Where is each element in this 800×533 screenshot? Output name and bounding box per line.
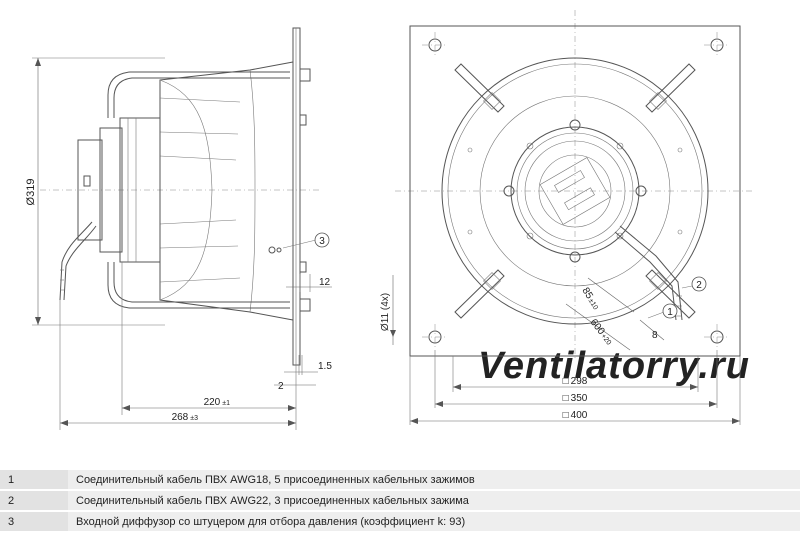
legend-row: 2 Соединительный кабель ПВХ AWG22, 3 при…	[0, 490, 800, 512]
dim-2-label: 2	[278, 381, 284, 392]
watermark: Ventilatorry.ru	[478, 345, 750, 387]
dim-220-value: 220	[204, 397, 221, 408]
dim-400-square: □	[563, 410, 569, 421]
legend-text: Соединительный кабель ПВХ AWG22, 3 присо…	[68, 490, 800, 512]
dim-298-value: 298	[571, 376, 588, 387]
callout-2-label: 2	[696, 280, 702, 291]
legend-number: 1	[0, 470, 68, 491]
dim-268-tolerance: ±3	[190, 415, 198, 422]
side-view: 3 Ø319 12 1.5 2 220±1 268±3	[25, 27, 332, 430]
dim-85-label: 85±10	[579, 286, 601, 312]
front-view: Ø11 (4x) 85±10 600+20 8 1 2 □298 □350	[380, 10, 755, 425]
legend-table: 1 Соединительный кабель ПВХ AWG18, 5 при…	[0, 470, 800, 533]
legend-text: Входной диффузор со штуцером для отбора …	[68, 511, 800, 533]
dim-350-label: □350	[563, 393, 588, 404]
legend-text: Соединительный кабель ПВХ AWG18, 5 присо…	[68, 470, 800, 491]
dim-400-label: □400	[563, 410, 588, 421]
dim-298-label: □298	[563, 376, 588, 387]
dim-220-label: 220±1	[204, 397, 231, 408]
dim-350-square: □	[563, 393, 569, 404]
dim-12-label: 12	[319, 277, 331, 288]
dim-220-tolerance: ±1	[222, 400, 230, 407]
legend-row: 1 Соединительный кабель ПВХ AWG18, 5 при…	[0, 470, 800, 491]
dim-1-5-label: 1.5	[318, 361, 332, 372]
callout-3-label: 3	[319, 236, 325, 247]
dim-268-label: 268±3	[172, 412, 199, 423]
diameter-label: Ø319	[25, 179, 37, 206]
dim-298-square: □	[563, 376, 569, 387]
dim-8-label: 8	[652, 330, 658, 341]
legend-row: 3 Входной диффузор со штуцером для отбор…	[0, 511, 800, 533]
legend-number: 3	[0, 511, 68, 533]
dim-268-value: 268	[172, 412, 189, 423]
dim-350-value: 350	[571, 393, 588, 404]
hole-label: Ø11 (4x)	[380, 293, 391, 331]
technical-drawing: Ventilatorry.ru	[25, 10, 755, 430]
dim-85-tolerance: ±10	[587, 298, 599, 312]
legend-number: 2	[0, 490, 68, 512]
callout-1-label: 1	[667, 307, 673, 318]
dim-400-value: 400	[571, 410, 588, 421]
